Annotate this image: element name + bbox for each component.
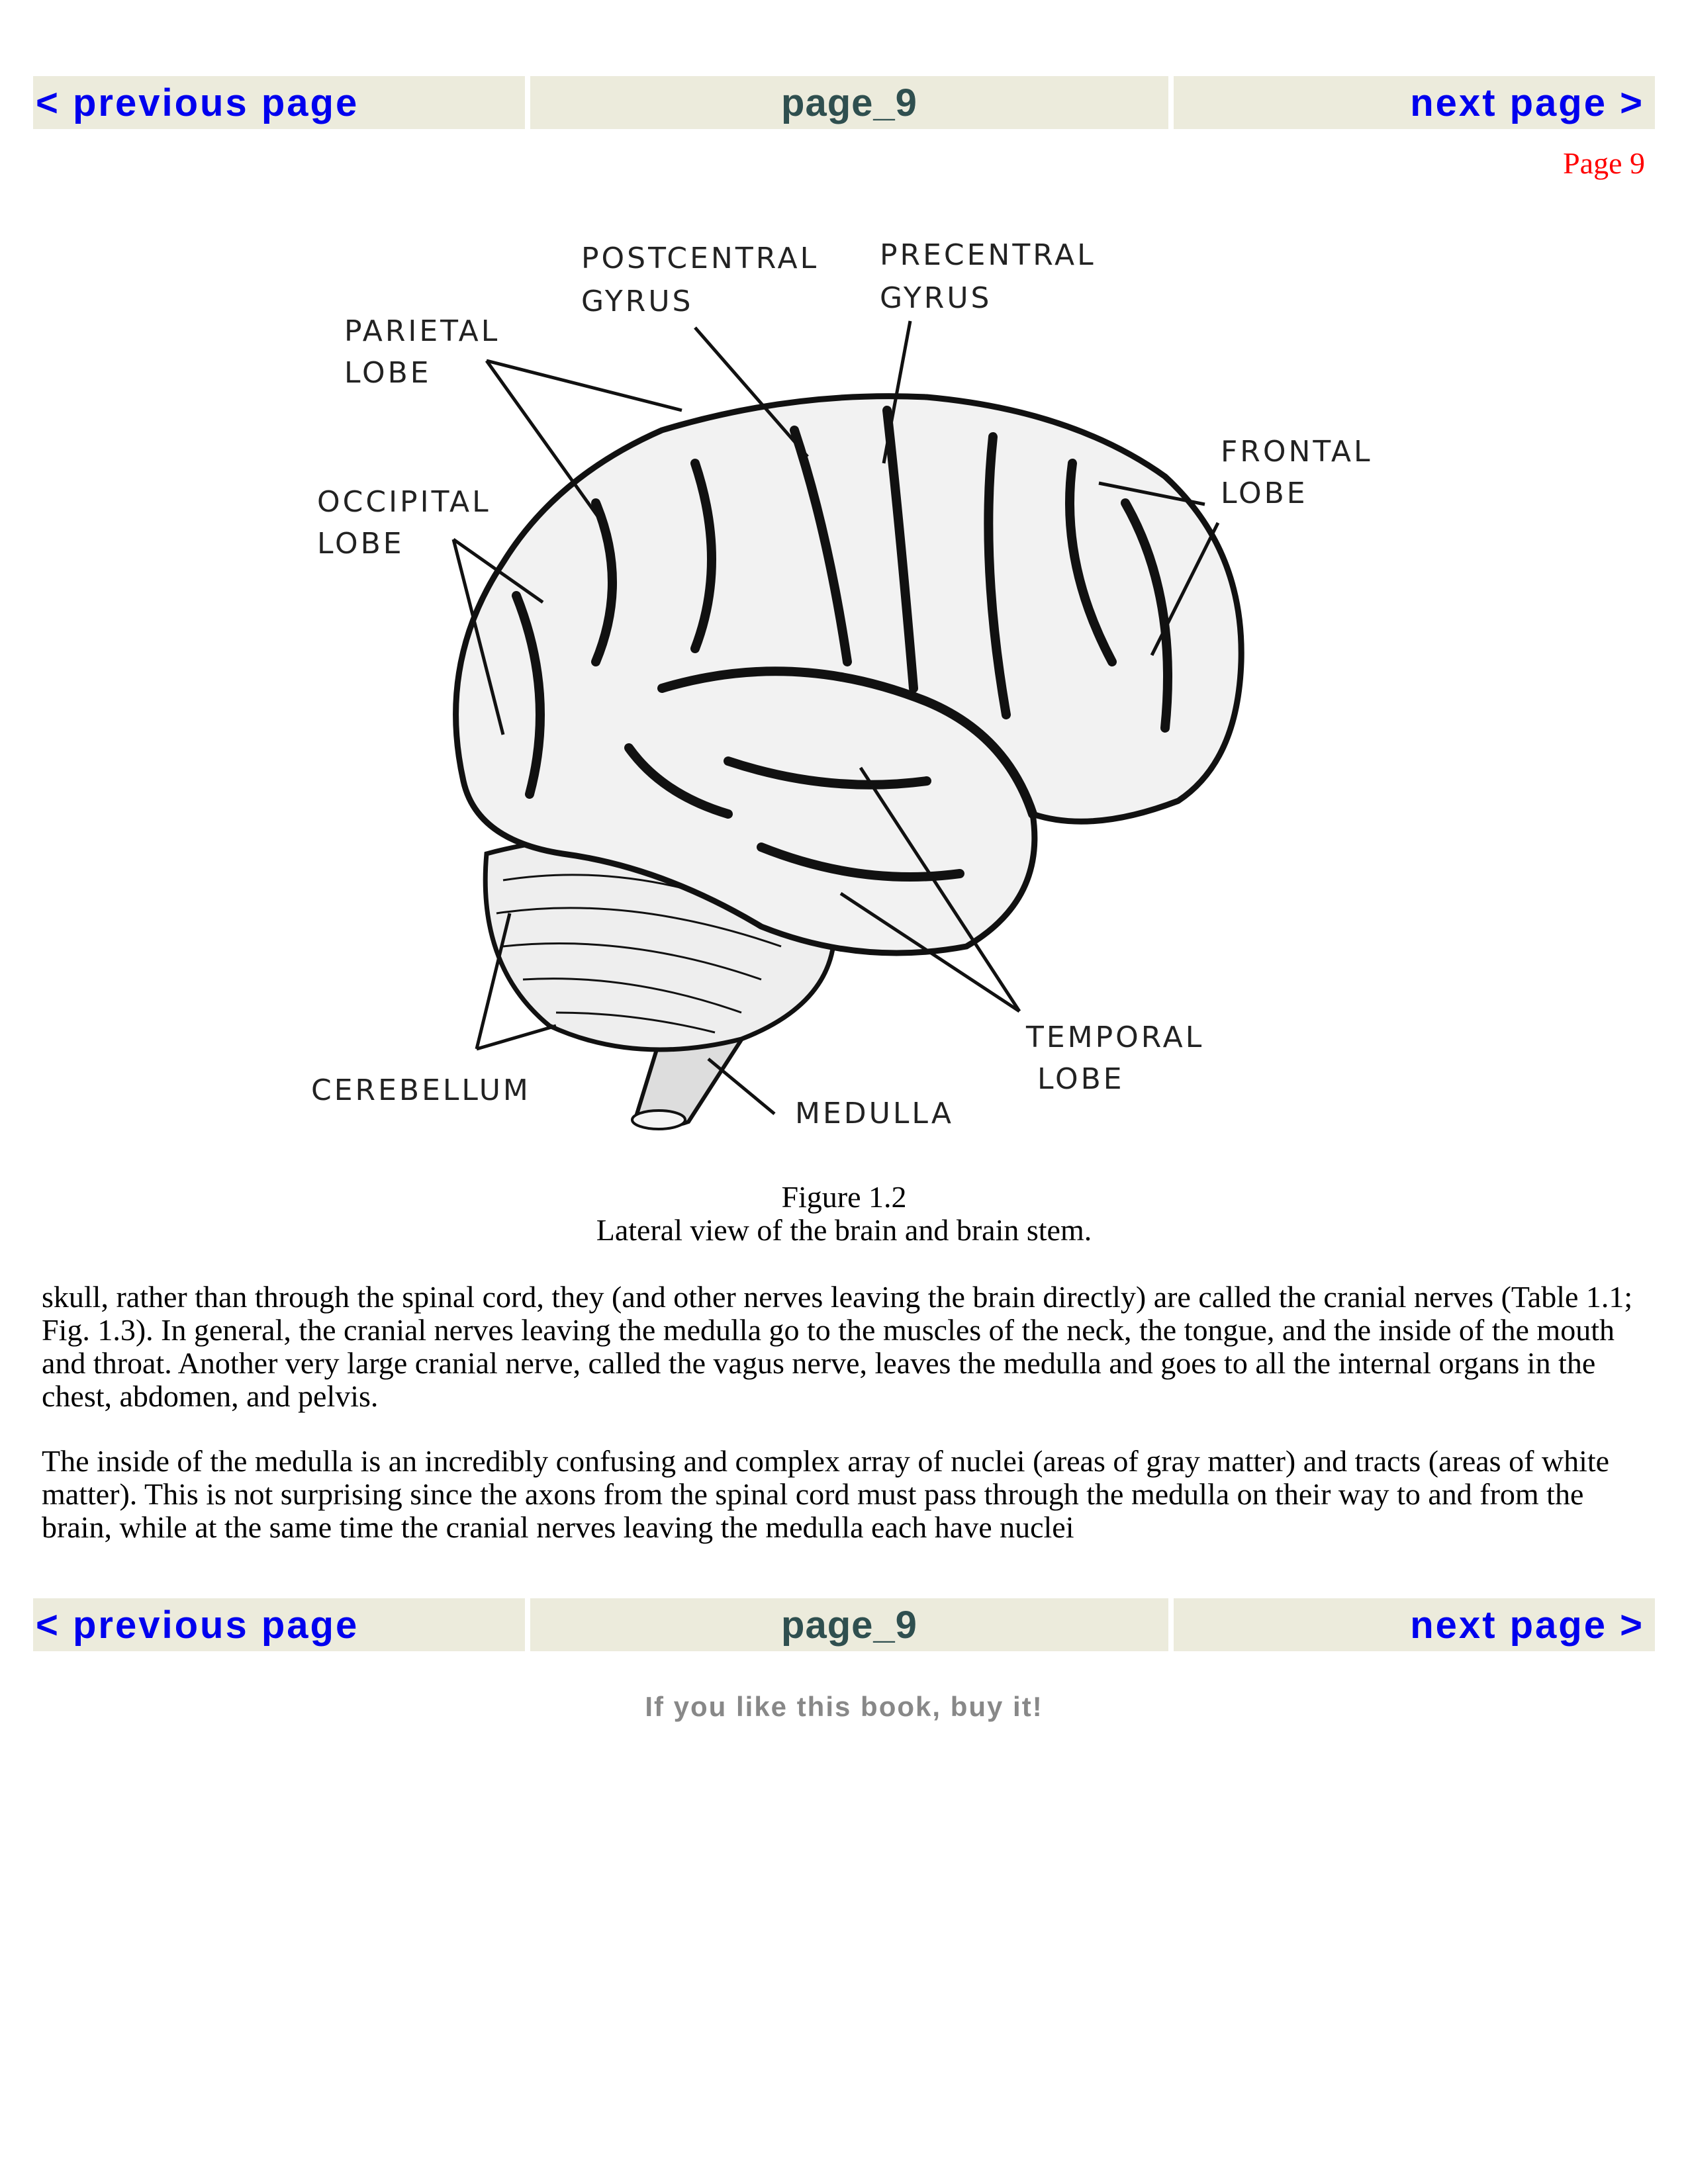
label-cerebellum: CEREBELLUM [311, 1073, 531, 1107]
current-page-cell: page_9 [530, 76, 1169, 129]
body-paragraph-2: The inside of the medulla is an incredib… [42, 1444, 1610, 1544]
label-medulla: MEDULLA [795, 1097, 954, 1130]
label-temporal: TEMPORAL [1025, 1021, 1204, 1054]
current-page-cell: page_9 [530, 1598, 1169, 1651]
buy-book-note: If you like this book, buy it! [645, 1691, 1043, 1722]
page-number: Page 9 [1563, 146, 1645, 180]
figure-labels: POSTCENTRAL GYRUS PRECENTRAL GYRUS PARIE… [311, 238, 1373, 1130]
body-paragraph-1: skull, rather than through the spinal co… [42, 1280, 1633, 1413]
prev-cell: < previous page [33, 1598, 525, 1651]
label-occipital: OCCIPITAL [317, 485, 491, 519]
top-nav-bar: < previous page page_9 next page > [33, 76, 1655, 129]
current-page-label: page_9 [781, 1603, 917, 1647]
label-temporal-2: LOBE [1037, 1062, 1125, 1096]
label-occipital-2: LOBE [317, 527, 404, 561]
next-page-link[interactable]: next page > [1410, 81, 1644, 124]
bottom-nav-bar: < previous page page_9 next page > [33, 1598, 1655, 1651]
label-precentral: PRECENTRAL [880, 238, 1096, 272]
label-parietal: PARIETAL [344, 314, 500, 348]
label-precentral-2: GYRUS [880, 281, 992, 315]
brain-figure: POSTCENTRAL GYRUS PRECENTRAL GYRUS PARIE… [311, 238, 1373, 1130]
label-parietal-2: LOBE [344, 356, 432, 390]
previous-page-link[interactable]: < previous page [36, 1603, 359, 1647]
next-cell: next page > [1174, 76, 1655, 129]
figure-number: Figure 1.2 [781, 1180, 907, 1214]
label-frontal: FRONTAL [1221, 435, 1373, 469]
next-cell: next page > [1174, 1598, 1655, 1651]
label-postcentral: POSTCENTRAL [581, 242, 819, 275]
current-page-label: page_9 [781, 81, 917, 124]
label-frontal-2: LOBE [1221, 477, 1308, 510]
brain-illustration [451, 320, 1244, 1130]
label-postcentral-2: GYRUS [581, 285, 694, 318]
previous-page-link[interactable]: < previous page [36, 81, 359, 124]
figure-caption: Lateral view of the brain and brain stem… [596, 1213, 1092, 1247]
prev-cell: < previous page [33, 76, 525, 129]
next-page-link[interactable]: next page > [1410, 1603, 1644, 1647]
